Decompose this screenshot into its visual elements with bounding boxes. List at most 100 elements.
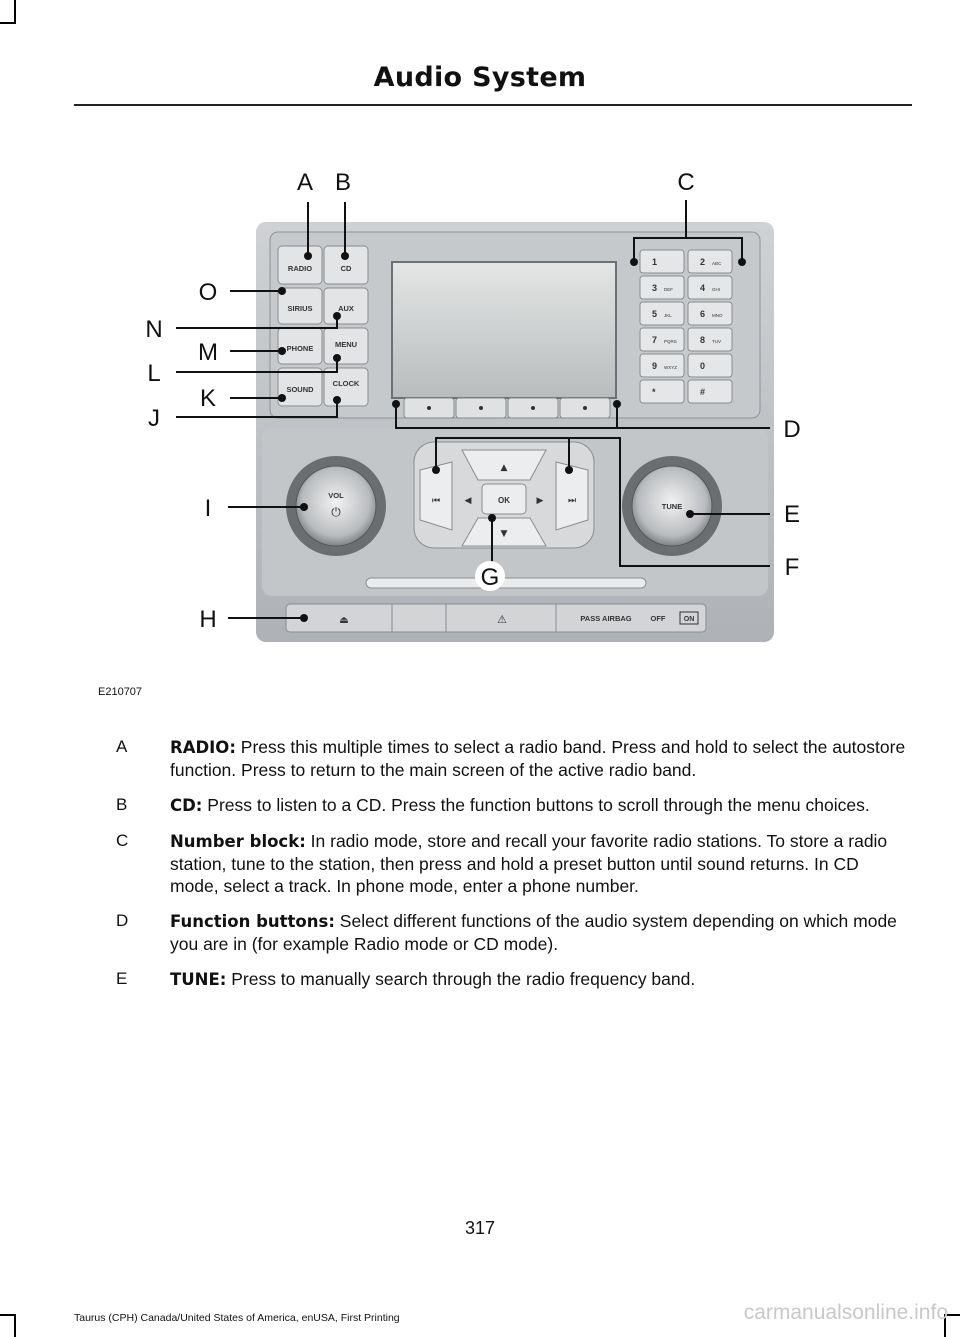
callout-b: B: [335, 169, 351, 196]
callout-c: C: [677, 169, 694, 196]
item-key: A: [116, 737, 128, 756]
keypad-key[interactable]: [639, 249, 685, 274]
list-item: C Number block: In radio mode, store and…: [116, 830, 906, 897]
item-key: B: [116, 795, 128, 814]
eject-icon[interactable]: ⏏: [339, 615, 348, 626]
keypad-digit: 7: [652, 335, 657, 345]
down-arrow-button[interactable]: [461, 517, 547, 547]
sirius-button[interactable]: [277, 287, 323, 325]
callout-j: J: [148, 405, 160, 432]
watermark: carmanualsonline.info: [743, 1301, 948, 1324]
callout-g: G: [481, 564, 500, 591]
item-key: D: [116, 911, 129, 930]
ok-label: OK: [498, 496, 510, 505]
footer-text: Taurus (CPH) Canada/United States of Ame…: [74, 1312, 400, 1324]
page-number: 317: [464, 1218, 496, 1238]
keypad-key[interactable]: [639, 379, 685, 404]
item-term: Function buttons:: [170, 912, 335, 931]
clock-label: CLOCK: [333, 379, 360, 388]
item-term: TUNE:: [170, 970, 227, 989]
callout-k: K: [200, 385, 216, 412]
radio-label: RADIO: [288, 264, 312, 273]
keypad-digit: *: [652, 387, 656, 397]
right-arrow-icon: ▶: [537, 496, 544, 506]
tune-knob[interactable]: [631, 465, 713, 547]
keypad-letters: ABC: [712, 261, 722, 266]
page-title: Audio System: [373, 62, 587, 93]
off-label: OFF: [651, 614, 666, 623]
list-item: B CD: Press to listen to a CD. Press the…: [116, 794, 906, 817]
keypad-digit: 2: [700, 257, 705, 267]
keypad-letters: JKL: [664, 313, 672, 318]
sound-button[interactable]: [277, 367, 323, 407]
callout-m: M: [198, 339, 218, 366]
left-arrow-icon: ◀: [465, 496, 472, 506]
keypad-digit: 5: [652, 309, 657, 319]
keypad-letters: TUV: [712, 339, 721, 344]
keypad-digit: 8: [700, 335, 705, 345]
clock-button[interactable]: [323, 367, 369, 407]
keypad-letters: DEF: [664, 287, 673, 292]
keypad-digit: 4: [700, 283, 705, 293]
item-term: CD:: [170, 796, 203, 815]
vol-label: VOL: [328, 491, 344, 500]
power-icon: ⏻: [331, 505, 341, 519]
keypad-key[interactable]: [687, 327, 733, 352]
list-item: D Function buttons: Select different fun…: [116, 910, 906, 955]
seek-back-button[interactable]: [419, 461, 453, 531]
sound-label: SOUND: [286, 385, 314, 394]
keypad-key[interactable]: [687, 379, 733, 404]
item-text: TUNE: Press to manually search through t…: [170, 968, 906, 991]
keypad-letters: WXYZ: [664, 365, 677, 370]
keypad-digit: 6: [700, 309, 705, 319]
figure-id: E210707: [98, 686, 143, 698]
sirius-label: SIRIUS: [287, 304, 312, 313]
keypad-digit: 3: [652, 283, 657, 293]
keypad-key[interactable]: [639, 353, 685, 378]
callout-a: A: [297, 169, 313, 196]
item-description: Press this multiple times to select a ra…: [170, 737, 906, 780]
item-description: In radio mode, store and recall your fav…: [170, 831, 888, 896]
callout-d: D: [783, 416, 800, 443]
keypad-key[interactable]: [639, 301, 685, 326]
cd-slot: [365, 577, 647, 589]
item-description: Select different functions of the audio …: [170, 911, 897, 954]
keypad-letters: MNO: [712, 313, 723, 318]
on-label: ON: [684, 616, 695, 623]
item-text: RADIO: Press this multiple times to sele…: [170, 736, 906, 781]
callout-descriptions: A RADIO: Press this multiple times to se…: [116, 736, 906, 1004]
keypad-letters: GHI: [712, 287, 720, 292]
aux-label: AUX: [338, 304, 354, 313]
ok-button[interactable]: [481, 483, 527, 515]
keypad-key[interactable]: [639, 275, 685, 300]
tune-label: TUNE: [662, 502, 682, 511]
keypad-digit: 1: [652, 257, 657, 267]
function-buttons[interactable]: [403, 397, 611, 419]
hazard-icon[interactable]: ⚠: [497, 613, 507, 626]
keypad-letters: PQRS: [664, 339, 677, 344]
keypad-key[interactable]: [687, 249, 733, 274]
callout-l: L: [147, 360, 160, 387]
keypad-key[interactable]: [687, 275, 733, 300]
item-key: E: [116, 969, 128, 988]
callout-h: H: [199, 606, 216, 633]
keypad-key[interactable]: [687, 301, 733, 326]
skip-forward-icon: ⏭: [568, 496, 576, 506]
callout-e: E: [784, 501, 800, 528]
item-term: Number block:: [170, 832, 306, 851]
header-rule: [74, 104, 912, 106]
item-term: RADIO:: [170, 738, 236, 757]
keypad-key[interactable]: [687, 353, 733, 378]
audio-unit-figure: RADIO CD SIRIUS AUX PHONE MENU SOUND CLO…: [145, 169, 801, 642]
list-item: A RADIO: Press this multiple times to se…: [116, 736, 906, 781]
up-arrow-icon: ▲: [501, 463, 508, 473]
cd-label: CD: [341, 264, 352, 273]
seek-forward-button[interactable]: [555, 461, 589, 531]
callout-i: I: [205, 495, 212, 522]
keypad-key[interactable]: [639, 327, 685, 352]
keypad-digit: #: [700, 387, 705, 397]
list-item: E TUNE: Press to manually search through…: [116, 968, 906, 991]
up-arrow-button[interactable]: [461, 449, 547, 481]
item-text: Function buttons: Select different funct…: [170, 910, 906, 955]
